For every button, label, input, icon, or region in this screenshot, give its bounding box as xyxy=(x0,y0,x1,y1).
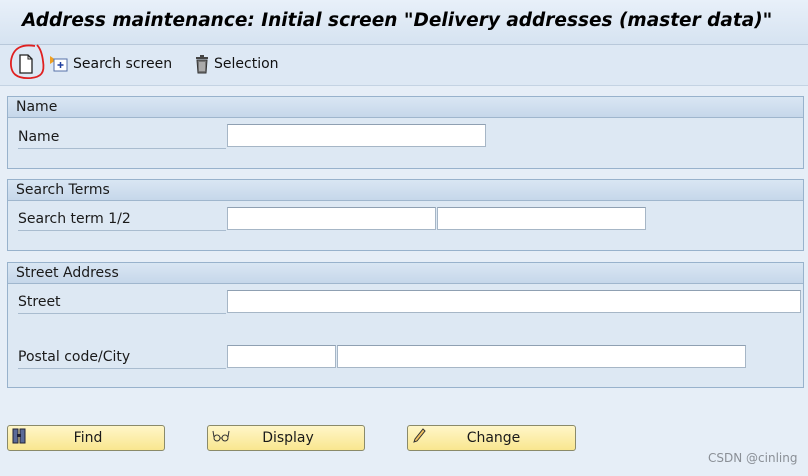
red-annotation-circle xyxy=(10,44,45,79)
search-screen-label: Search screen xyxy=(73,56,173,72)
display-button[interactable]: Display xyxy=(207,425,365,451)
selection-label: Selection xyxy=(214,56,279,72)
title-bar: Address maintenance: Initial screen "Del… xyxy=(0,0,808,45)
city-input[interactable] xyxy=(337,345,746,368)
display-label: Display xyxy=(262,430,314,446)
blank-document-icon xyxy=(19,54,33,74)
search-term-2-input[interactable] xyxy=(437,207,646,230)
name-input[interactable] xyxy=(227,124,486,147)
binoculars-icon xyxy=(12,428,32,448)
pencil-icon xyxy=(412,428,432,448)
search-screen-icon xyxy=(50,56,68,72)
page-title: Address maintenance: Initial screen "Del… xyxy=(22,10,773,31)
search-term-label: Search term 1/2 xyxy=(18,208,226,231)
street-address-group: Street Address Street Postal code/City xyxy=(7,262,804,388)
street-label: Street xyxy=(18,291,226,314)
postal-code-input[interactable] xyxy=(227,345,336,368)
trash-icon xyxy=(196,55,208,74)
postal-city-label: Postal code/City xyxy=(18,346,226,369)
search-screen-button[interactable]: Search screen xyxy=(49,55,172,73)
search-term-1-input[interactable] xyxy=(227,207,436,230)
search-terms-header: Search Terms xyxy=(8,180,803,201)
application-toolbar: Search screen Selection xyxy=(0,44,808,86)
find-label: Find xyxy=(73,430,103,446)
name-group: Name Name xyxy=(7,96,804,169)
find-button[interactable]: Find xyxy=(7,425,165,451)
selection-button[interactable]: Selection xyxy=(194,54,279,74)
glasses-icon xyxy=(212,429,232,447)
new-document-button[interactable] xyxy=(18,54,34,74)
street-input[interactable] xyxy=(227,290,801,313)
watermark: CSDN @cinling xyxy=(708,451,798,465)
search-terms-group: Search Terms Search term 1/2 xyxy=(7,179,804,251)
name-group-header: Name xyxy=(8,97,803,118)
name-label: Name xyxy=(18,126,226,149)
change-button[interactable]: Change xyxy=(407,425,576,451)
change-label: Change xyxy=(466,430,521,446)
street-address-header: Street Address xyxy=(8,263,803,284)
